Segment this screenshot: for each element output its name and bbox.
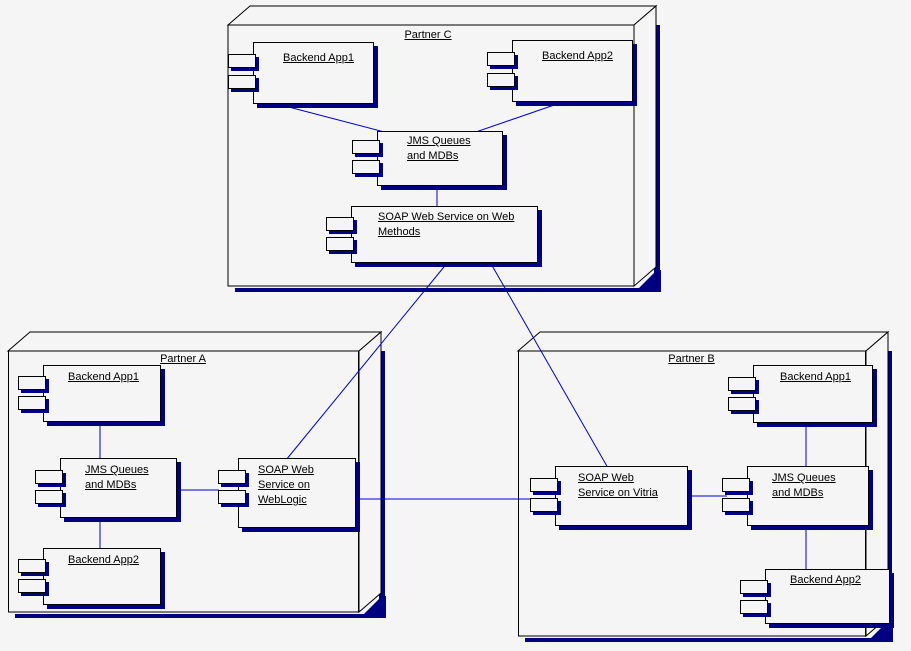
- component-label-line-1: Backend App2: [790, 574, 861, 586]
- component-tab-lower: [218, 490, 246, 504]
- component-label: JMS Queues and MDBs: [772, 471, 836, 501]
- component-body: [238, 458, 356, 528]
- component-tab-lower: [352, 160, 380, 174]
- component-label: JMS Queues and MDBs: [85, 463, 149, 493]
- component-tab-upper: [740, 580, 768, 594]
- component-label-line-1: JMS Queues: [407, 135, 471, 147]
- component-tab-upper: [530, 478, 558, 492]
- component-tab-lower: [722, 498, 750, 512]
- component-label: Backend App2: [542, 49, 613, 64]
- component-label-line-2: and MDBs: [772, 487, 824, 499]
- component-body: [555, 466, 688, 526]
- component-tab-lower: [35, 490, 63, 504]
- component-tab-upper: [18, 376, 46, 390]
- component-label-line-1: SOAP Web: [258, 464, 314, 476]
- component-b-backend-app2[interactable]: Backend App2: [740, 569, 895, 631]
- component-label-line-2: Service on Vitria: [578, 487, 658, 499]
- component-tab-upper: [35, 470, 63, 484]
- node-partner-c-title: Partner C: [404, 29, 452, 41]
- component-label: Backend App2: [790, 573, 861, 588]
- component-tab-lower: [326, 237, 354, 251]
- component-body: [753, 365, 873, 423]
- component-body: [43, 365, 161, 422]
- component-tab-upper: [722, 478, 750, 492]
- component-a-backend-app2[interactable]: Backend App2: [18, 548, 168, 610]
- component-tab-upper: [18, 559, 46, 573]
- component-label: JMS Queues and MDBs: [407, 134, 471, 164]
- component-label-line-1: JMS Queues: [772, 472, 836, 484]
- component-tab-lower: [740, 600, 768, 614]
- component-c-backend-app2[interactable]: Backend App2: [487, 40, 637, 106]
- component-body: [747, 466, 869, 526]
- component-label: Backend App2: [68, 553, 139, 568]
- component-label-line-1: Backend App2: [68, 554, 139, 566]
- component-body: [512, 40, 633, 102]
- component-tab-upper: [218, 470, 246, 484]
- component-label-line-1: Backend App1: [780, 371, 851, 383]
- component-label: Backend App1: [68, 370, 139, 385]
- component-label: SOAP Web Service on Web Methods: [378, 210, 514, 240]
- component-body: [43, 548, 161, 605]
- component-tab-upper: [487, 52, 515, 66]
- component-label-line-1: Backend App1: [68, 371, 139, 383]
- component-label-line-1: SOAP Web Service on Web: [378, 211, 515, 223]
- component-a-jms-queues[interactable]: JMS Queues and MDBs: [35, 458, 185, 526]
- component-a-soap-web-service[interactable]: SOAP Web Service on WebLogic: [218, 458, 363, 536]
- component-label-line-1: Backend App1: [283, 52, 354, 64]
- component-body: [253, 42, 374, 104]
- component-b-soap-web-service[interactable]: SOAP Web Service on Vitria: [530, 466, 695, 534]
- component-label-line-2: Methods: [378, 226, 421, 238]
- component-c-soap-web-service[interactable]: SOAP Web Service on Web Methods: [326, 206, 546, 272]
- component-a-backend-app1[interactable]: Backend App1: [18, 365, 168, 427]
- component-c-backend-app1[interactable]: Backend App1: [228, 42, 378, 108]
- component-label-line-2: and MDBs: [407, 150, 459, 162]
- component-label-line-1: JMS Queues: [85, 464, 149, 476]
- component-tab-lower: [487, 73, 515, 87]
- component-label-line-1: SOAP Web: [578, 472, 634, 484]
- component-tab-lower: [18, 579, 46, 593]
- component-label-line-1: Backend App2: [542, 50, 613, 62]
- component-label: Backend App1: [780, 370, 851, 385]
- component-body: [765, 569, 890, 624]
- component-tab-upper: [352, 140, 380, 154]
- component-b-backend-app1[interactable]: Backend App1: [728, 365, 883, 429]
- component-tab-upper: [728, 377, 756, 391]
- component-label-line-2: and MDBs: [85, 479, 137, 491]
- component-b-jms-queues[interactable]: JMS Queues and MDBs: [722, 466, 877, 534]
- component-label-line-3: WebLogic: [258, 494, 307, 506]
- component-body: [60, 458, 177, 518]
- component-body: [351, 206, 538, 263]
- component-label: SOAP Web Service on WebLogic: [258, 463, 314, 508]
- component-label: SOAP Web Service on Vitria: [578, 471, 658, 501]
- component-c-jms-queues[interactable]: JMS Queues and MDBs: [352, 131, 512, 193]
- node-partner-b-title: Partner B: [668, 353, 715, 365]
- component-tab-lower: [18, 396, 46, 410]
- component-label: Backend App1: [283, 51, 354, 66]
- component-body: [377, 131, 503, 186]
- node-partner-a-title: Partner A: [160, 353, 206, 365]
- component-tab-upper: [326, 217, 354, 231]
- component-tab-lower: [228, 75, 256, 89]
- component-tab-upper: [228, 54, 256, 68]
- component-label-line-2: Service on: [258, 479, 310, 491]
- component-tab-lower: [530, 498, 558, 512]
- component-tab-lower: [728, 397, 756, 411]
